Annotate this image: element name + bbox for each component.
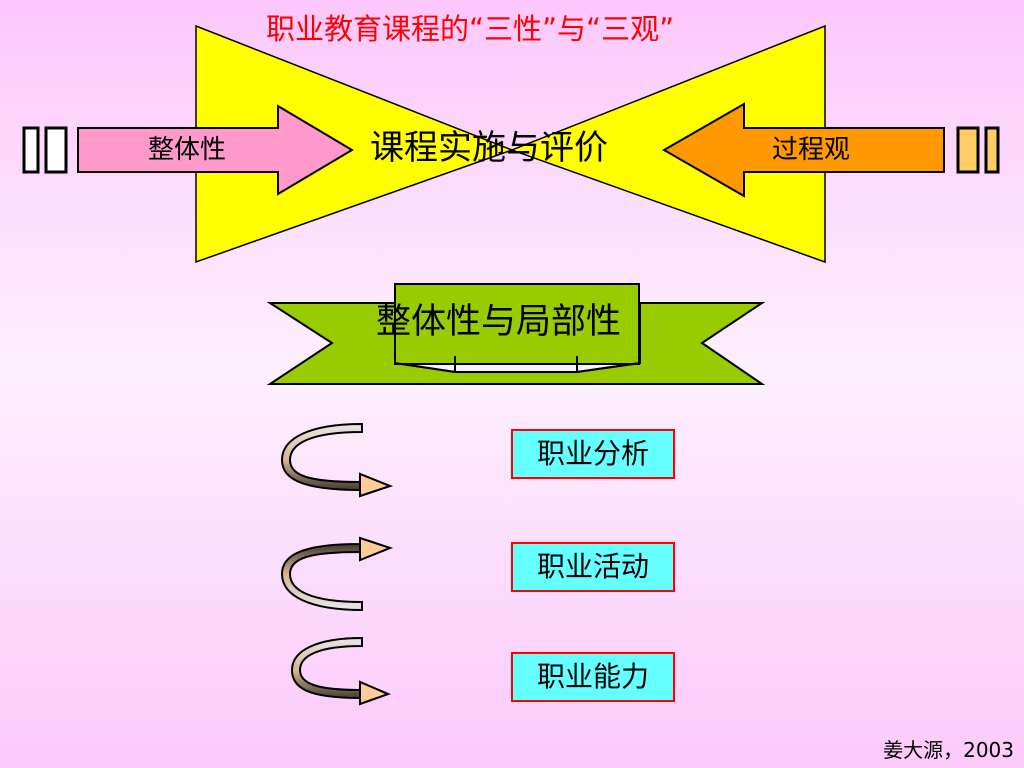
box-career-ability: 职业能力 [511, 652, 675, 702]
right-arrow-shape [661, 102, 945, 198]
left-arrow-label: 整体性 [148, 135, 227, 165]
author-credit: 姜大源，2003 [883, 738, 1014, 762]
center-label: 课程实施与评价 [370, 128, 608, 168]
curved-arrow-icon [280, 536, 393, 612]
right-arrow-label: 过程观 [772, 135, 851, 165]
left-arrow-shape [77, 104, 354, 196]
slide-title: 职业教育课程的“三性”与“三观” [266, 12, 675, 46]
double-bar-icon [956, 126, 1000, 174]
ribbon-banner [266, 283, 766, 385]
box-career-analysis: 职业分析 [511, 429, 675, 479]
double-bar-icon [22, 126, 68, 174]
curved-arrow-icon [290, 636, 391, 706]
bowtie-shape [195, 24, 826, 264]
box-career-activity: 职业活动 [511, 542, 675, 592]
banner-label: 整体性与局部性 [376, 302, 622, 342]
curved-arrow-icon [280, 422, 393, 498]
